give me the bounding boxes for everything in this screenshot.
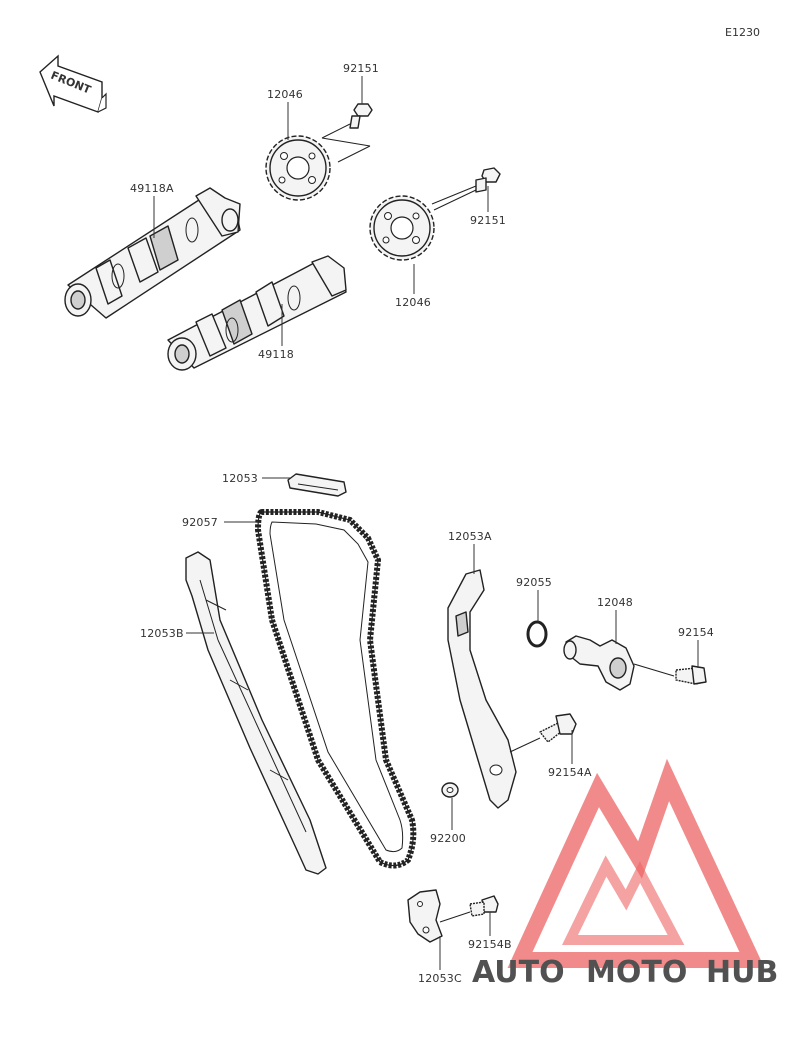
chain-guide-12053b	[185, 551, 327, 875]
o-ring-92055	[526, 620, 548, 648]
bolt-92151-upper	[321, 103, 373, 163]
tensioner-guide-12053a	[447, 569, 517, 809]
part-label: 49118	[258, 348, 294, 361]
bolt-92154	[675, 665, 707, 685]
part-label: 49118A	[130, 182, 174, 195]
part-label: 12046	[267, 88, 303, 101]
part-label: 92154A	[548, 766, 592, 779]
chain-tensioner-12048	[563, 635, 675, 691]
washer-92200	[441, 782, 459, 798]
bolt-92154a	[509, 713, 577, 753]
part-label: 92057	[182, 516, 218, 529]
part-label: 92154	[678, 626, 714, 639]
part-label: 92151	[343, 62, 379, 75]
part-label: 92055	[516, 576, 552, 589]
diagram-code: E1230	[725, 26, 760, 39]
part-label: 92154B	[468, 938, 512, 951]
cam-sprocket-lower	[369, 195, 435, 261]
part-label: 12053B	[140, 627, 184, 640]
part-label: 92151	[470, 214, 506, 227]
watermark-text-hub: HUB	[706, 955, 778, 990]
part-label: 92200	[430, 832, 466, 845]
camshaft-49118a	[64, 187, 241, 319]
part-label: 12053A	[448, 530, 492, 543]
cam-chain	[254, 509, 417, 869]
watermark-text-moto: MOTO	[586, 955, 687, 990]
cam-sprocket-upper	[265, 135, 331, 201]
part-label: 12053C	[418, 972, 462, 985]
bolt-92154b	[439, 895, 499, 923]
part-label: 12053	[222, 472, 258, 485]
camshaft-49118	[167, 255, 347, 371]
leader-lines	[153, 76, 699, 970]
watermark-text-auto: AUTO	[472, 955, 565, 990]
chain-guide-12053	[287, 473, 347, 497]
part-label: 12048	[597, 596, 633, 609]
part-label: 12046	[395, 296, 431, 309]
part-labels: 92151 12046 49118A 92151 12046 49118 120…	[130, 62, 714, 985]
bolt-92151-lower	[431, 167, 501, 211]
watermark-logo: AUTO MOTO HUB	[472, 758, 778, 990]
bracket-12053c	[407, 889, 443, 943]
front-arrow-icon: FRONT	[39, 54, 107, 113]
